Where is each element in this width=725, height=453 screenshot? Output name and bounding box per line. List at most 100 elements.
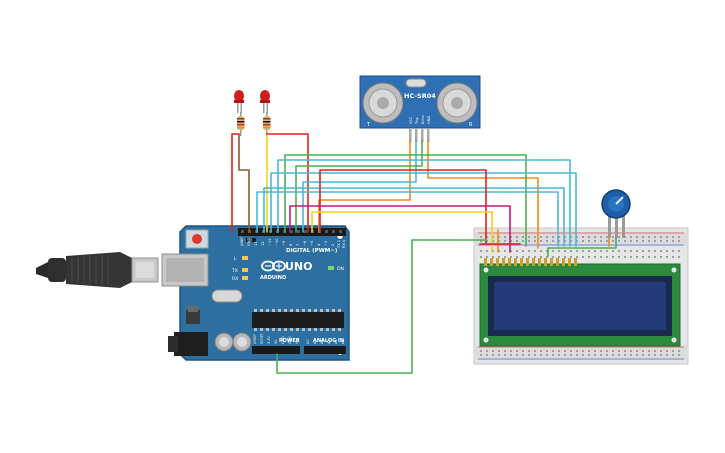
breadboard-hole xyxy=(534,350,536,352)
pin-label: A1 xyxy=(313,340,317,344)
breadboard-hole xyxy=(486,236,488,238)
breadboard-hole xyxy=(498,240,500,242)
breadboard-hole xyxy=(516,350,518,352)
lcd-pin xyxy=(532,258,535,266)
wire-lcd-cyan-3 xyxy=(263,187,565,247)
breadboard-hole xyxy=(528,240,530,242)
breadboard-hole xyxy=(606,354,608,356)
lcd-pin-header xyxy=(484,258,577,266)
breadboard-hole xyxy=(600,236,602,238)
wire-lcd-yellow xyxy=(311,211,493,253)
breadboard-hole xyxy=(654,236,656,238)
breadboard-hole xyxy=(588,256,590,258)
breadboard-hole xyxy=(552,256,554,258)
breadboard-hole xyxy=(606,350,608,352)
pin-label: A0 xyxy=(306,340,310,344)
pin-label: 7 xyxy=(296,244,300,246)
breadboard-hole xyxy=(522,236,524,238)
wire-lcd-red xyxy=(319,169,487,245)
breadboard-hole xyxy=(558,250,560,252)
breadboard-hole xyxy=(528,250,530,252)
breadboard-holes xyxy=(480,236,680,356)
breadboard-hole xyxy=(510,236,512,238)
breadboard-hole xyxy=(660,250,662,252)
breadboard-hole xyxy=(624,250,626,252)
breadboard-hole xyxy=(606,256,608,258)
breadboard-hole xyxy=(582,236,584,238)
breadboard-hole xyxy=(534,236,536,238)
breadboard-hole xyxy=(558,350,560,352)
wire-lcd-cyan-4 xyxy=(256,191,559,247)
breadboard-hole xyxy=(618,240,620,242)
wire-sensor-echo xyxy=(295,139,423,233)
breadboard-hole xyxy=(570,250,572,252)
breadboard-hole xyxy=(636,256,638,258)
resistor-left xyxy=(237,112,245,136)
pin-label: ~11 xyxy=(268,238,272,246)
breadboard-hole xyxy=(672,350,674,352)
breadboard-hole xyxy=(516,240,518,242)
breadboard-hole xyxy=(618,354,620,356)
pin-label: RESET xyxy=(260,332,264,344)
breadboard-hole xyxy=(504,236,506,238)
breadboard-hole xyxy=(606,240,608,242)
sensor-pin-label: GND xyxy=(427,116,431,124)
power-label: POWER xyxy=(279,338,300,344)
breadboard-hole xyxy=(492,236,494,238)
pin-label: 3.3V xyxy=(267,336,271,344)
arduino-infinity-logo xyxy=(261,260,286,272)
breadboard-hole xyxy=(552,250,554,252)
breadboard-hole xyxy=(630,250,632,252)
lcd-pin xyxy=(556,258,559,266)
digital-label: DIGITAL (PWM~) xyxy=(286,248,338,254)
breadboard-hole xyxy=(594,350,596,352)
led-label-l: L xyxy=(234,256,237,262)
breadboard-hole xyxy=(486,250,488,252)
pin-label: GND xyxy=(247,238,251,246)
breadboard-hole xyxy=(654,256,656,258)
breadboard-hole xyxy=(534,240,536,242)
breadboard-hole xyxy=(594,236,596,238)
breadboard-hole xyxy=(516,256,518,258)
breadboard-hole xyxy=(570,240,572,242)
wire-gnd-loop xyxy=(276,239,487,374)
power-jack xyxy=(174,332,208,356)
breadboard-hole xyxy=(612,236,614,238)
breadboard-hole xyxy=(642,236,644,238)
breadboard-hole xyxy=(534,256,536,258)
pin-label: ~9 xyxy=(282,240,286,246)
lcd-pin xyxy=(574,258,577,266)
breadboard-hole xyxy=(600,250,602,252)
breadboard-hole xyxy=(624,354,626,356)
breadboard-hole xyxy=(672,236,674,238)
lcd-screen xyxy=(494,282,666,330)
breadboard-hole xyxy=(492,256,494,258)
breadboard-hole xyxy=(486,256,488,258)
analog-header xyxy=(304,346,346,354)
breadboard-hole xyxy=(480,354,482,356)
breadboard-hole xyxy=(504,350,506,352)
breadboard-hole xyxy=(498,256,500,258)
wire-led-right-red xyxy=(266,133,309,233)
breadboard-hole xyxy=(618,250,620,252)
breadboard-hole xyxy=(540,240,542,242)
breadboard-hole xyxy=(672,240,674,242)
analog-label: ANALOG IN xyxy=(313,338,344,344)
pin-label: AREF xyxy=(240,237,244,246)
breadboard-hole xyxy=(558,354,560,356)
pin-label: A5 xyxy=(341,340,345,344)
breadboard-hole xyxy=(666,350,668,352)
wire-sensor-trig xyxy=(302,139,417,233)
breadboard-hole xyxy=(570,256,572,258)
breadboard-hole xyxy=(522,256,524,258)
lcd-pin xyxy=(526,258,529,266)
breadboard-hole xyxy=(498,250,500,252)
lcd-pin xyxy=(520,258,523,266)
breadboard-hole xyxy=(660,354,662,356)
wire-pot-wiper xyxy=(547,237,617,257)
pin-label: 8 xyxy=(289,243,293,246)
breadboard-hole xyxy=(564,236,566,238)
breadboard-hole xyxy=(642,256,644,258)
breadboard-hole xyxy=(624,350,626,352)
